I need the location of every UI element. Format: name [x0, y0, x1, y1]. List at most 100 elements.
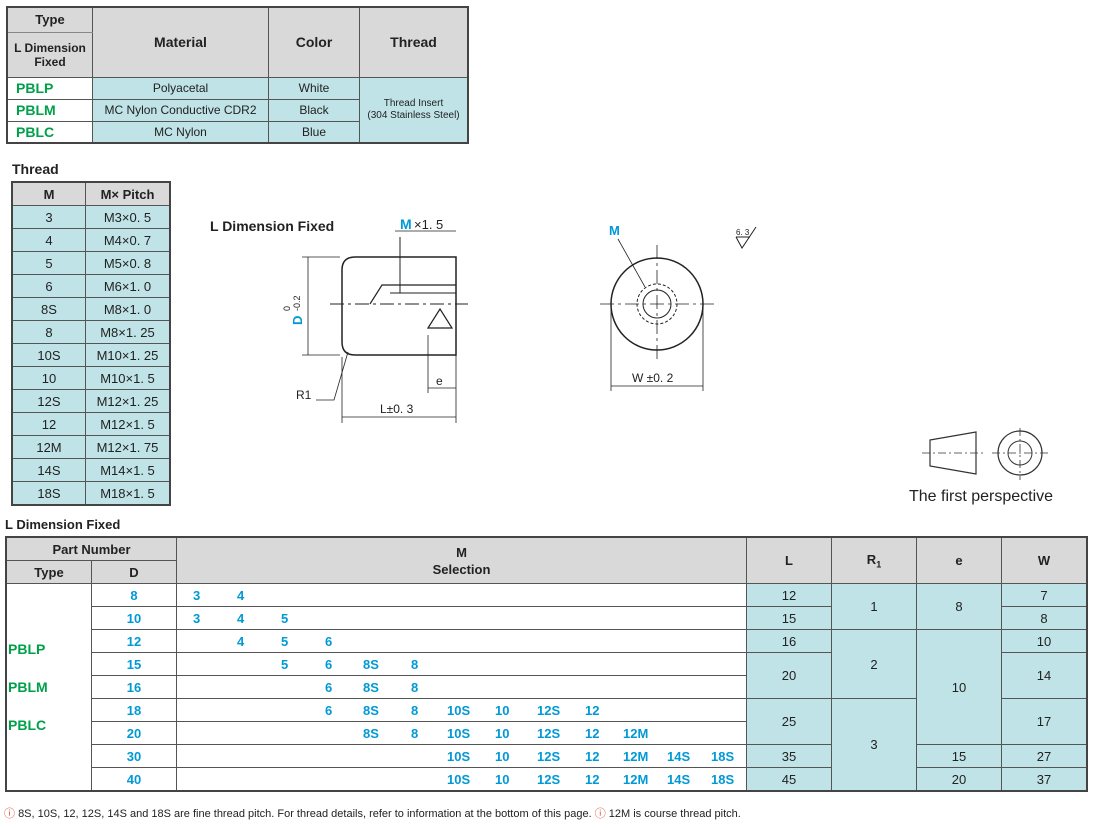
material-header: Material: [92, 6, 269, 78]
thread-m: 12S: [11, 389, 86, 413]
l-cell: 12: [746, 583, 832, 607]
thread-m: 14S: [11, 458, 86, 482]
e-cell: 15: [916, 744, 1002, 768]
thread-m: 8: [11, 320, 86, 344]
thread-section-title: Thread: [12, 161, 59, 177]
selection-value: 10: [495, 703, 510, 718]
selection-value: 10: [495, 772, 510, 787]
w-cell: 10: [1001, 629, 1088, 653]
r1-header: R1: [831, 536, 917, 584]
d-cell: 40: [91, 767, 177, 792]
selection-value: 8S: [363, 703, 379, 718]
thread-pitch: M10×1. 5: [85, 366, 171, 390]
thread-m: 10S: [11, 343, 86, 367]
selection-value: 12: [585, 772, 600, 787]
type-header: Type: [6, 6, 93, 33]
selection-value: 4: [237, 588, 245, 603]
main-table: Part Number M Selection L R1 e W Type D …: [5, 536, 1088, 792]
thread-pitch: M8×1. 25: [85, 320, 171, 344]
l-cell: 25: [746, 698, 832, 745]
selection-value: 12: [585, 749, 600, 764]
selection-value: 10: [495, 749, 510, 764]
m-header: M: [456, 544, 467, 560]
l-header: L: [746, 536, 832, 584]
type-cell: PBLP: [6, 76, 93, 100]
d-cell: 8: [91, 583, 177, 607]
front-m-label: M: [609, 223, 620, 238]
thread-m: 3: [11, 205, 86, 229]
selection-value: 10S: [447, 703, 471, 718]
thread-pitch: M14×1. 5: [85, 458, 171, 482]
selection-value: 10S: [447, 749, 471, 764]
type-pblm: PBLM: [8, 679, 48, 695]
selection-value: 5: [281, 634, 289, 649]
warning-icon: ⓘ: [4, 808, 15, 820]
selection-value: 4: [237, 634, 245, 649]
l-cell: 16: [746, 629, 832, 653]
type-pblc: PBLC: [8, 717, 47, 733]
type-sub-header: L Dimension Fixed: [6, 31, 93, 78]
r1-leader: [316, 351, 349, 401]
thread-m: 18S: [11, 481, 86, 506]
part-number-header: Part Number: [5, 536, 177, 561]
selection-value: 8S: [363, 680, 379, 695]
selection-value: 12: [585, 726, 600, 741]
thread-m: 6: [11, 274, 86, 298]
r1-header-base: R: [866, 551, 877, 567]
main-section-title: L Dimension Fixed: [5, 517, 121, 532]
selection-value: 8: [411, 726, 419, 741]
thread-line2: (304 Stainless Steel): [367, 109, 460, 121]
selection-value: 12M: [623, 749, 649, 764]
color-cell: Blue: [268, 120, 360, 144]
footnote-part1: 8S, 10S, 12, 12S, 14S and 18S are fine t…: [18, 808, 592, 820]
w-cell: 37: [1001, 767, 1088, 792]
material-cell: MC Nylon Conductive CDR2: [92, 98, 269, 122]
first-perspective-symbol: [922, 428, 1048, 480]
thread-cell: Thread Insert (304 Stainless Steel): [359, 76, 469, 144]
selection-value: 18S: [711, 749, 735, 764]
d-label: D: [290, 316, 305, 325]
selection-value: 10: [495, 726, 510, 741]
thread-m: 12: [11, 412, 86, 436]
selection-value: 8S: [363, 657, 379, 672]
d-cell: 16: [91, 675, 177, 699]
selection-value: 14S: [667, 772, 691, 787]
selection-value: 12S: [537, 703, 561, 718]
selection-value: 8: [411, 657, 419, 672]
d-cell: 20: [91, 721, 177, 745]
selection-value: 6: [325, 657, 333, 672]
m-leader: [617, 238, 646, 288]
selection-value: 6: [325, 634, 333, 649]
thread-m: 5: [11, 251, 86, 275]
insert-triangle: [426, 307, 454, 329]
type-pblp: PBLP: [8, 641, 46, 657]
thread-m: 10: [11, 366, 86, 390]
type-table: Type Material Color Thread L Dimension F…: [6, 6, 469, 144]
thread-pitch: M4×0. 7: [85, 228, 171, 252]
selection-value: 5: [281, 611, 289, 626]
r1-cell: 3: [831, 698, 917, 792]
roughness-label: 6. 3: [736, 228, 750, 237]
selection-value: 3: [193, 588, 201, 603]
w-cell: 7: [1001, 583, 1088, 607]
selection-header: Selection: [432, 561, 491, 577]
selection-value: 12M: [623, 772, 649, 787]
m-header: M: [11, 181, 86, 206]
thread-pitch: M12×1. 75: [85, 435, 171, 459]
selection-value: 3: [193, 611, 201, 626]
e-cell: 8: [916, 583, 1002, 630]
thread-pitch: M10×1. 25: [85, 343, 171, 367]
d-cell: 18: [91, 698, 177, 722]
d-cell: 15: [91, 652, 177, 676]
type-group-cell: PBLP PBLM PBLC: [5, 583, 92, 792]
type-header: Type: [5, 560, 92, 584]
technical-drawing: L Dimension Fixed M ×1. 5 D 0 -0.2 R1 e …: [210, 216, 757, 423]
selection-value: 12: [585, 703, 600, 718]
material-cell: Polyacetal: [92, 76, 269, 100]
thread-m: 4: [11, 228, 86, 252]
warning-icon: ⓘ: [594, 808, 606, 820]
